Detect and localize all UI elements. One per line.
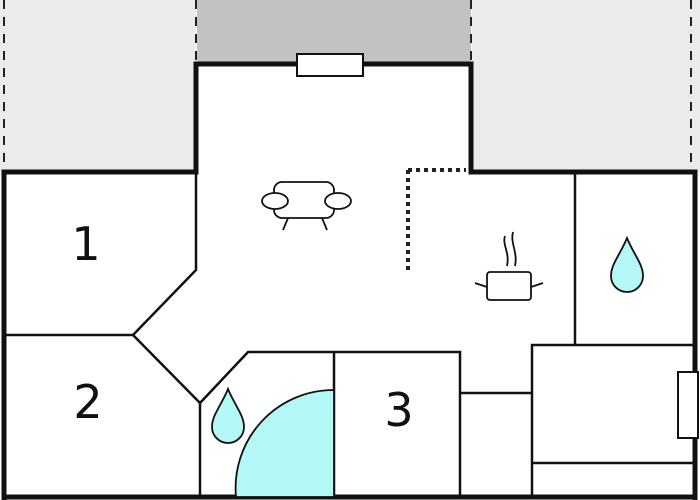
- window-icon: [296, 53, 364, 77]
- shower-tray-icon: [234, 389, 335, 498]
- room-label-2: 2: [73, 375, 102, 429]
- outdoor-area-left: [0, 0, 196, 172]
- property-boundary-lines: [3, 0, 692, 170]
- partition-line: [406, 168, 466, 272]
- sofa-icon: [261, 181, 352, 231]
- water-drop-icon: [610, 235, 644, 293]
- room-label-1: 1: [71, 217, 100, 271]
- window-icon: [677, 371, 699, 439]
- cooking-pot-icon: [474, 231, 544, 301]
- water-drop-icon: [211, 386, 245, 444]
- outdoor-area-right: [472, 0, 700, 172]
- room-label-3: 3: [384, 383, 413, 437]
